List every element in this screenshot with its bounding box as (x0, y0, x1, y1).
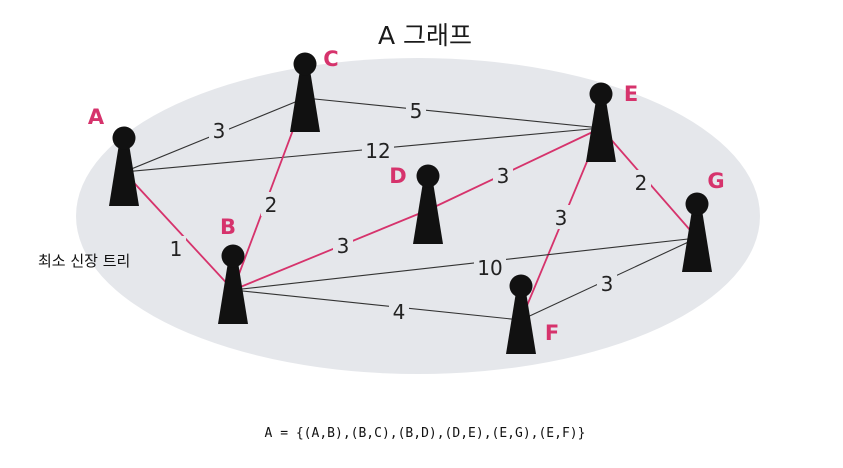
edge-B-D (232, 209, 429, 291)
pawn-icon (290, 52, 320, 132)
edge-weight-D-E: 3 (497, 164, 510, 188)
edge-weight-background (474, 255, 506, 279)
node-head-B (221, 244, 245, 268)
node-body-D (413, 182, 443, 244)
pawn-icon (218, 244, 248, 324)
edge-A-B (123, 171, 234, 291)
node-body-A (109, 144, 139, 206)
node-body-C (290, 70, 320, 132)
edge-weight-background (389, 299, 409, 323)
mst-side-label: 최소 신장 트리 (38, 252, 130, 270)
edge-weight-A-E: 12 (365, 139, 390, 163)
diagram-title: A 그래프 (378, 21, 472, 50)
edge-B-F (232, 289, 522, 321)
pawn-icon (682, 192, 712, 272)
node-label-B: B (220, 215, 236, 239)
edge-weight-background (166, 236, 186, 260)
edge-weight-background (333, 233, 353, 257)
edge-weight-background (362, 138, 394, 162)
edge-weight-A-B: 1 (170, 237, 183, 261)
edge-weight-E-F: 3 (555, 206, 568, 230)
nodes-layer: A B C D E F G (88, 47, 725, 354)
node-head-G (685, 192, 709, 216)
edge-weight-B-C: 2 (265, 193, 278, 217)
node-head-F (509, 274, 533, 298)
edge-C-E (304, 97, 602, 129)
node-body-B (218, 262, 248, 324)
edge-weight-background (631, 170, 651, 194)
edge-weight-B-D: 3 (337, 234, 350, 258)
edge-weight-C-E: 5 (410, 99, 423, 123)
node-label-F: F (545, 321, 559, 345)
node-label-D: D (389, 164, 406, 188)
pawn-icon (413, 164, 443, 244)
node-label-C: C (323, 47, 338, 71)
node-label-E: E (624, 82, 638, 106)
edge-weight-E-G: 2 (635, 171, 648, 195)
edge-weight-B-F: 4 (393, 300, 406, 324)
edge-weight-F-G: 3 (601, 272, 614, 296)
node-label-A: A (88, 105, 105, 129)
weights-layer: 1 3 12 5 2 3 3 2 3 10 4 3 (166, 98, 651, 324)
pawn-icon (506, 274, 536, 354)
edge-D-E (427, 127, 602, 211)
edge-weight-A-C: 3 (213, 119, 226, 143)
node-body-G (682, 210, 712, 272)
edge-weight-background (406, 98, 426, 122)
edge-weight-B-G: 10 (477, 256, 502, 280)
edge-B-G (232, 237, 698, 291)
node-label-G: G (707, 169, 724, 193)
edge-weight-background (493, 163, 513, 187)
edge-weight-background (209, 118, 229, 142)
node-head-C (293, 52, 317, 76)
mst-edge-set-formula: A = {(A,B),(B,C),(B,D),(D,E),(E,G),(E,F)… (265, 426, 586, 441)
edge-weight-background (261, 192, 281, 216)
edge-weight-background (597, 271, 617, 295)
pawn-icon (586, 82, 616, 162)
node-head-A (112, 126, 136, 150)
node-head-D (416, 164, 440, 188)
node-head-E (589, 82, 613, 106)
pawn-icon (109, 126, 139, 206)
edge-weight-background (551, 205, 571, 229)
node-body-E (586, 100, 616, 162)
node-body-F (506, 292, 536, 354)
